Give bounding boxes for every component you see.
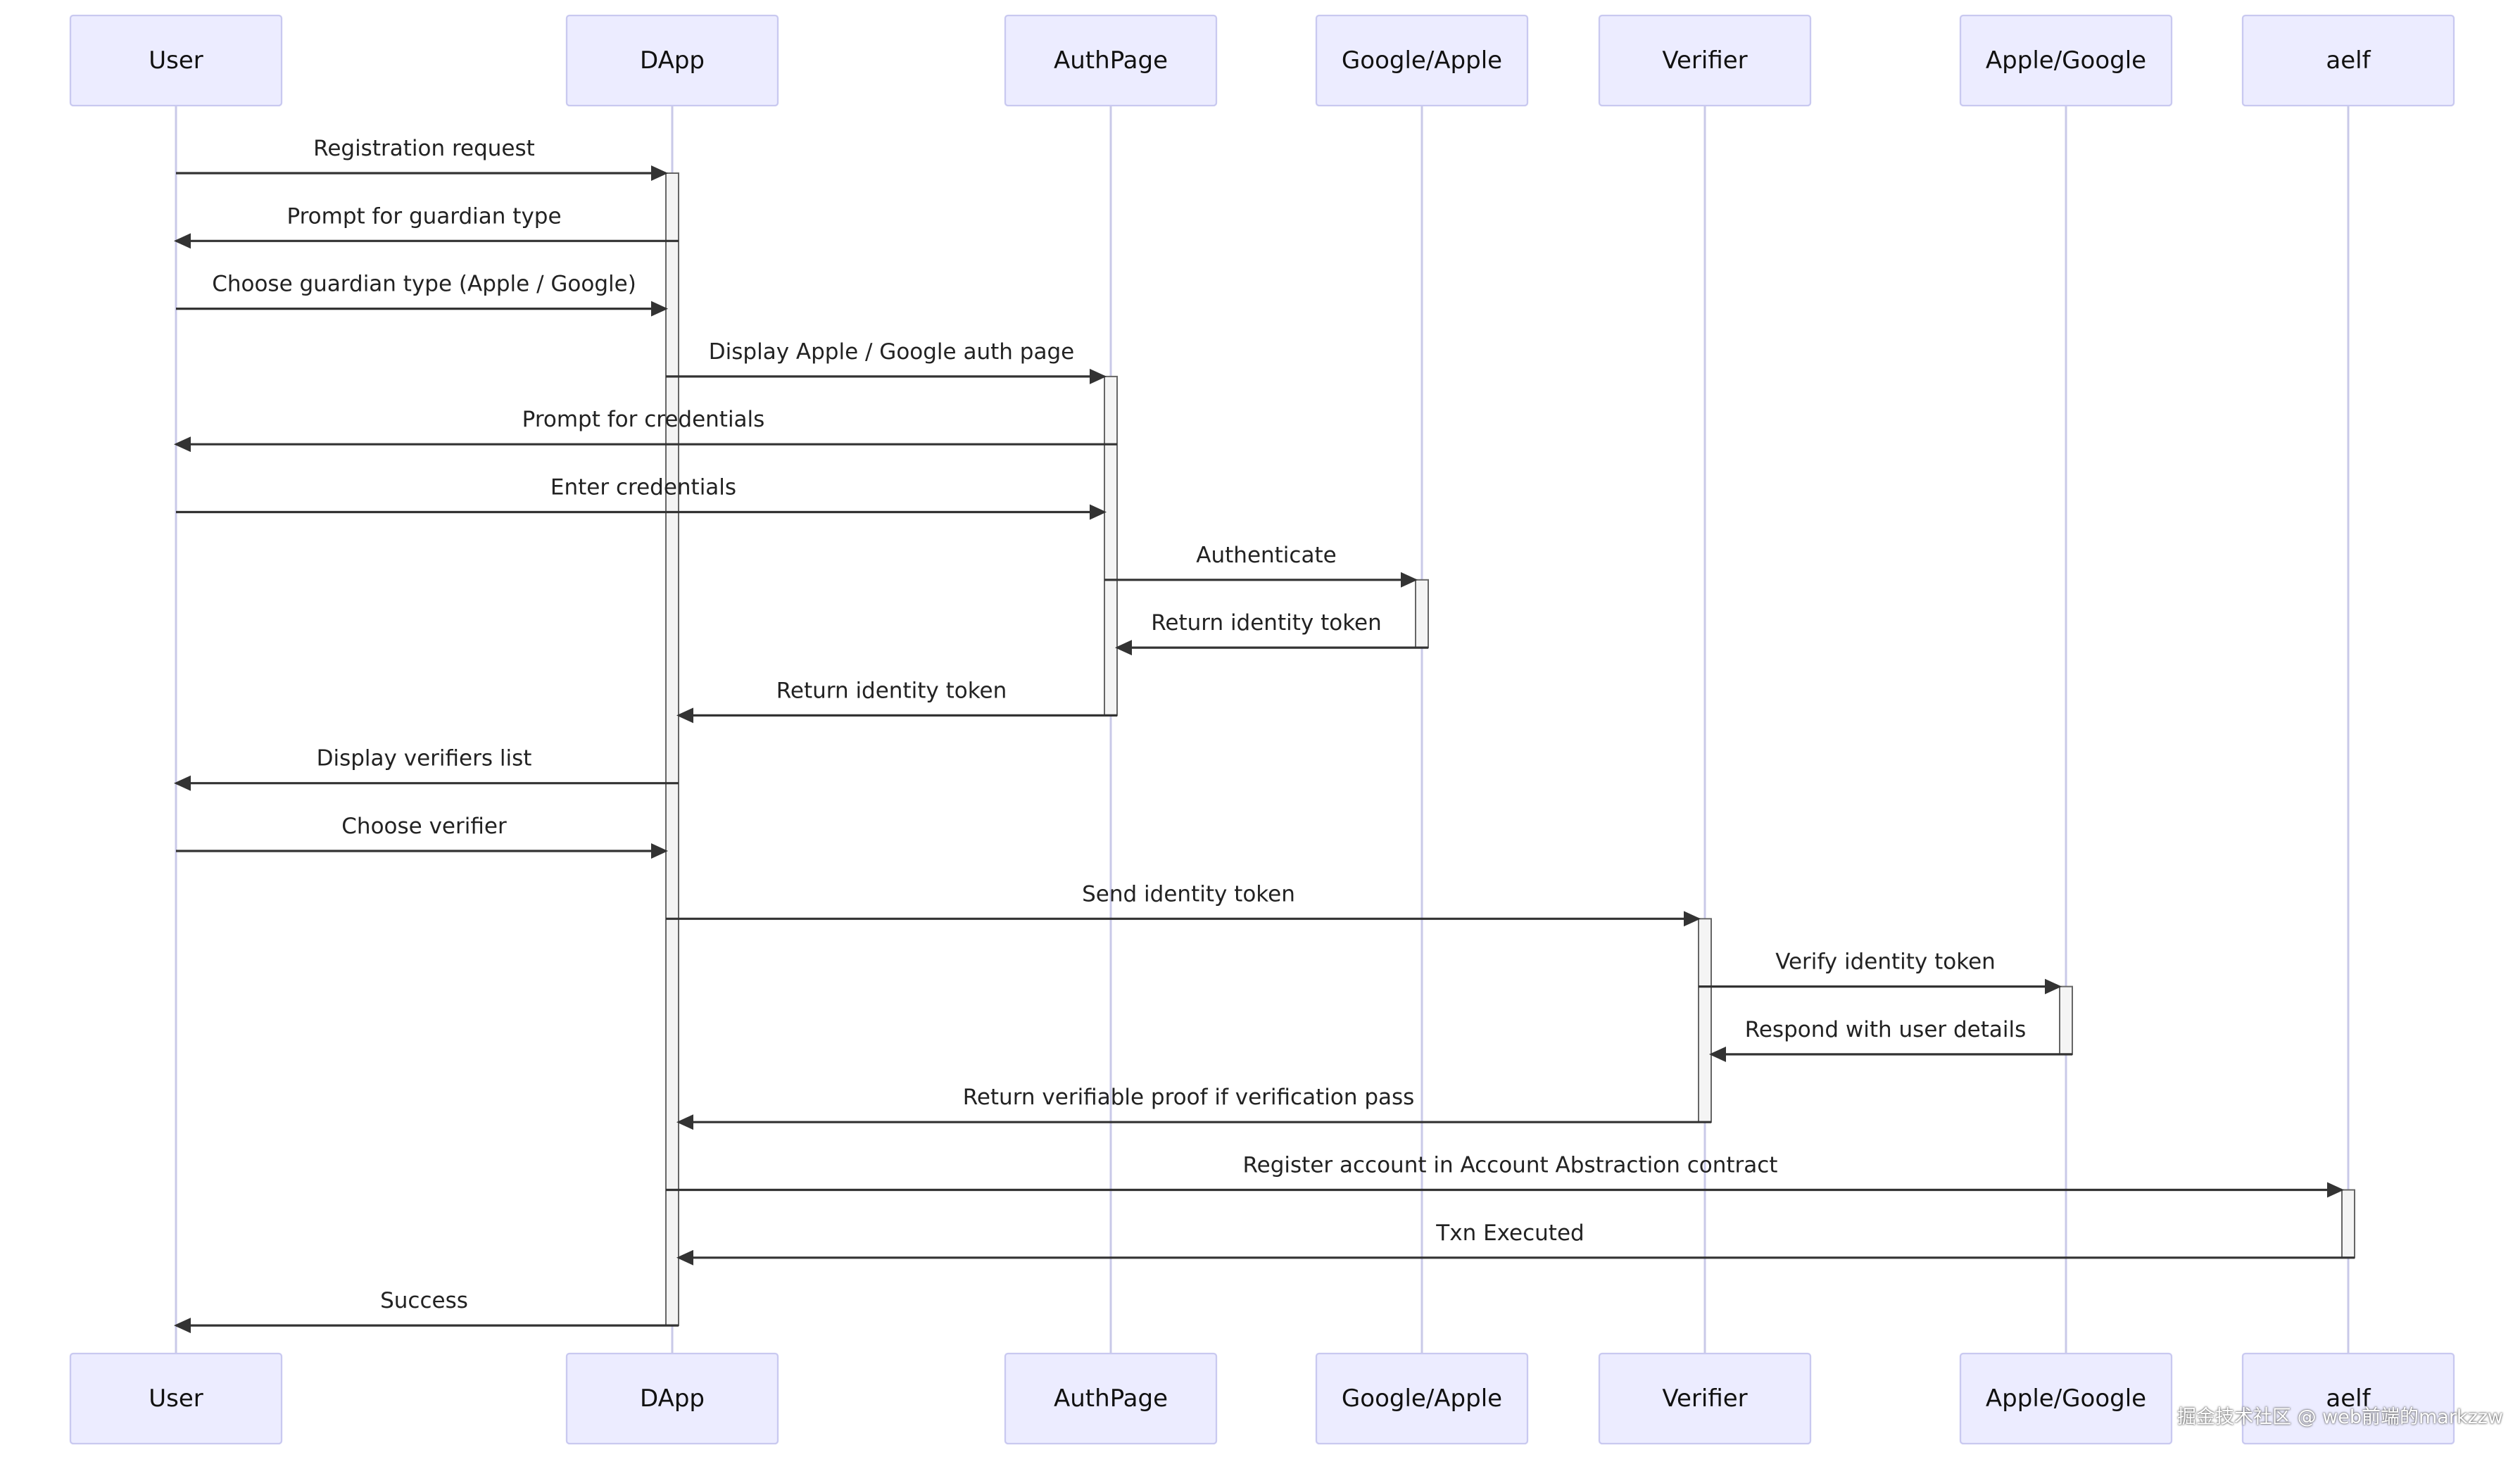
message-label-3: Choose guardian type (Apple / Google)	[212, 272, 636, 297]
actor-box	[69, 14, 283, 107]
message-label-1: Registration request	[313, 136, 535, 161]
message-label-10: Display verifiers list	[317, 746, 532, 771]
actor-box	[69, 1352, 283, 1445]
actor-box	[1959, 14, 2173, 107]
message-label-2: Prompt for guardian type	[286, 203, 561, 229]
activation-bar-dapp	[665, 172, 679, 1327]
actor-bottom-user: User	[69, 1352, 283, 1445]
message-label-4: Display Apple / Google auth page	[709, 339, 1074, 365]
message-label-11: Choose verifier	[341, 814, 507, 839]
actor-top-authpage: AuthPage	[1004, 14, 1218, 107]
activation-bar-google-apple	[1415, 579, 1429, 649]
message-label-9: Return identity token	[776, 678, 1007, 703]
actor-label: Verifier	[1662, 46, 1747, 75]
actor-box	[2241, 14, 2455, 107]
actor-label: Google/Apple	[1342, 1385, 1502, 1413]
actor-bottom-verifier: Verifier	[1598, 1352, 1812, 1445]
activation-bar-apple-google	[2059, 985, 2073, 1055]
actor-box	[1315, 1352, 1529, 1445]
actor-bottom-dapp: DApp	[565, 1352, 779, 1445]
message-label-15: Return verifiable proof if verification …	[963, 1085, 1415, 1110]
actor-box	[1004, 14, 1218, 107]
actor-label: Apple/Google	[1986, 1385, 2146, 1413]
actor-label: User	[149, 46, 203, 75]
actor-bottom-authpage: AuthPage	[1004, 1352, 1218, 1445]
actor-box	[1598, 1352, 1812, 1445]
message-label-12: Send identity token	[1082, 881, 1295, 907]
actor-box	[565, 14, 779, 107]
actor-box	[1959, 1352, 2173, 1445]
activations-group	[665, 172, 2355, 1327]
actor-top-dapp: DApp	[565, 14, 779, 107]
actor-label: Apple/Google	[1986, 46, 2146, 75]
actor-label: Verifier	[1662, 1385, 1747, 1413]
message-label-6: Enter credentials	[550, 475, 736, 500]
actor-label: aelf	[2326, 46, 2371, 75]
watermark: 掘金技术社区 @ web前端的markzzw	[2176, 1406, 2503, 1428]
actor-label: DApp	[640, 1385, 705, 1413]
message-label-7: Authenticate	[1196, 543, 1336, 568]
message-label-14: Respond with user details	[1745, 1017, 2027, 1042]
actor-label: AuthPage	[1054, 1385, 1168, 1413]
actor-top-aelf: aelf	[2241, 14, 2455, 107]
activation-bar-authpage	[1104, 375, 1118, 717]
message-label-13: Verify identity token	[1775, 950, 1996, 975]
actor-label: DApp	[640, 46, 705, 75]
actor-bottom-apple-google: Apple/Google	[1959, 1352, 2173, 1445]
actor-box	[2241, 1352, 2455, 1445]
actor-bottom-aelf: aelf	[2241, 1352, 2455, 1445]
actor-label: AuthPage	[1054, 46, 1168, 75]
activation-bar-verifier	[1698, 918, 1712, 1123]
actor-box	[565, 1352, 779, 1445]
actor-box	[1315, 14, 1529, 107]
message-label-17: Txn Executed	[1435, 1221, 1584, 1246]
message-label-8: Return identity token	[1151, 610, 1382, 636]
actor-label: User	[149, 1385, 203, 1413]
actor-top-verifier: Verifier	[1598, 14, 1812, 107]
actors-group: UserUserDAppDAppAuthPageAuthPageGoogle/A…	[69, 14, 2455, 1445]
message-label-18: Success	[380, 1288, 468, 1313]
actor-label: Google/Apple	[1342, 46, 1502, 75]
actor-top-user: User	[69, 14, 283, 107]
actor-label: aelf	[2326, 1385, 2371, 1413]
message-label-16: Register account in Account Abstraction …	[1243, 1153, 1778, 1178]
actor-top-apple-google: Apple/Google	[1959, 14, 2173, 107]
message-label-5: Prompt for credentials	[522, 407, 765, 432]
actor-box	[1004, 1352, 1218, 1445]
actor-box	[1598, 14, 1812, 107]
activation-bar-aelf	[2341, 1189, 2355, 1259]
actor-top-google-apple: Google/Apple	[1315, 14, 1529, 107]
actor-bottom-google-apple: Google/Apple	[1315, 1352, 1529, 1445]
